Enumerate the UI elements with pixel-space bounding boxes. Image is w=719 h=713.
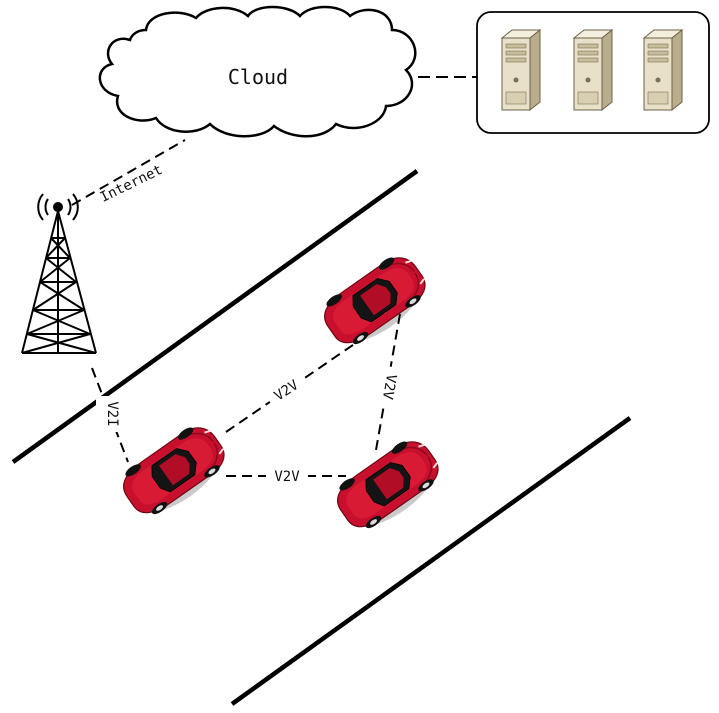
road-edge-lower bbox=[230, 416, 632, 706]
cell-tower-icon bbox=[21, 193, 97, 354]
v2v-label-vertical: V2V bbox=[379, 373, 399, 401]
v2v-label-horizontal: V2V bbox=[274, 469, 300, 485]
red-car-icon bbox=[314, 246, 435, 356]
server-tower-icon bbox=[573, 29, 613, 111]
cloud-shape bbox=[98, 5, 417, 138]
red-car-icon bbox=[327, 430, 448, 540]
cloud-label: Cloud bbox=[228, 65, 288, 89]
server-tower-icon bbox=[501, 29, 541, 111]
internet-link bbox=[71, 139, 186, 206]
red-car-icon bbox=[113, 416, 234, 526]
server-tower-icon bbox=[643, 29, 683, 111]
road-edge-upper bbox=[11, 169, 419, 464]
v2i-label: V2I bbox=[104, 401, 120, 426]
